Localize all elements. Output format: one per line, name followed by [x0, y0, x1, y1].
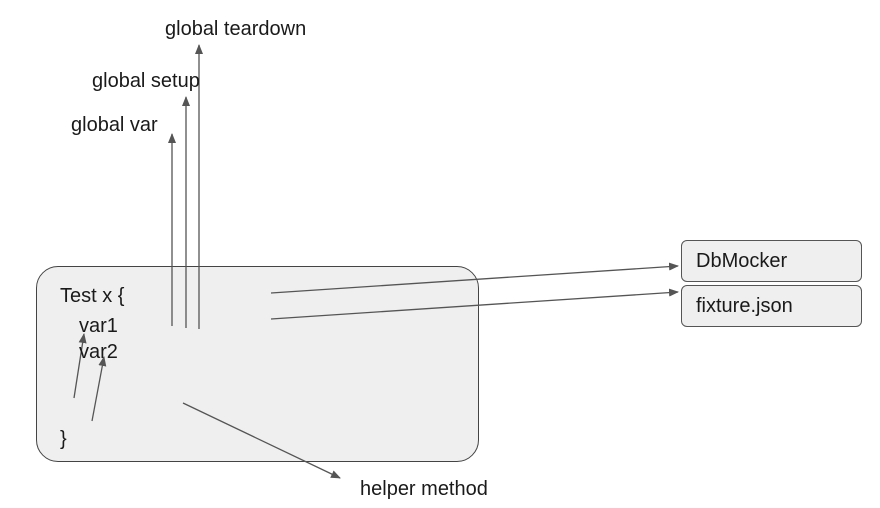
dbmocker-box: DbMocker: [681, 240, 862, 282]
test-block: [36, 266, 479, 462]
fixture-json-box: fixture.json: [681, 285, 862, 327]
global-var-label: global var: [71, 114, 158, 136]
arrow-to-var1: [73, 333, 87, 399]
test-close-label: }: [60, 428, 67, 450]
arrow-to-fixture-json: [270, 288, 679, 320]
arrow-to-var2: [91, 356, 107, 422]
global-setup-label: global setup: [92, 70, 200, 92]
global-teardown-label: global teardown: [165, 18, 307, 40]
var2-label: var2: [79, 341, 118, 363]
helper-method-label: helper method: [360, 478, 488, 500]
test-open-label: Test x {: [60, 285, 125, 307]
fixture-json-label: fixture.json: [696, 295, 793, 317]
dbmocker-label: DbMocker: [696, 250, 788, 272]
arrow-to-helper-method: [182, 402, 341, 479]
var1-label: var1: [79, 315, 118, 337]
arrow-to-dbmocker: [270, 262, 679, 294]
